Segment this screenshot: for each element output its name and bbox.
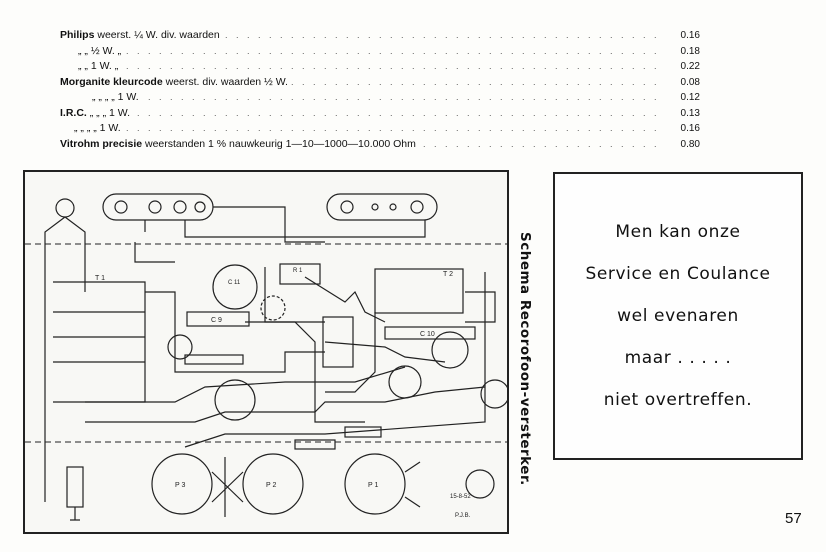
potentiometer-p3 xyxy=(151,453,213,515)
schematic-drawing: T 1 C 11 C 9 C 10 T 2 R 1 xyxy=(25,193,507,521)
price-list: . . . . . . . . . . . . . . . . . . . . … xyxy=(60,28,700,152)
label-t1: T 1 xyxy=(95,275,105,282)
capacitor-c9 xyxy=(186,311,250,327)
brand-name: Philips xyxy=(60,29,95,41)
price-row-philips-quarter: . . . . . . . . . . . . . . . . . . . . … xyxy=(60,28,700,44)
ad-line: Men kan onze xyxy=(615,222,741,242)
price-value: 0.08 xyxy=(680,76,700,88)
item-description: „ „ „ 1 W. xyxy=(86,106,131,119)
price-row-philips-half: . . . . . . . . . . . . . . . . . . . . … xyxy=(60,43,700,59)
svg-text:C 10: C 10 xyxy=(420,331,435,338)
transformer-t2 xyxy=(374,268,464,314)
potentiometer-p2 xyxy=(242,453,304,515)
ad-line: wel evenaren xyxy=(617,306,739,326)
item-description: weerstanden 1 % nauwkeurig 1—10—1000—10.… xyxy=(142,137,416,150)
ad-line: niet overtreffen. xyxy=(603,390,753,410)
price-value: 0.13 xyxy=(680,107,700,119)
price-row-irc: . . . . . . . . . . . . . . . . . . . . … xyxy=(60,105,700,121)
item-description: „ „ „ „ 1 W. xyxy=(74,122,121,134)
svg-text:C 9: C 9 xyxy=(211,317,222,324)
price-value: 0.80 xyxy=(680,138,700,150)
input-connector-plate xyxy=(102,193,214,221)
item-description: weerst. ¼ W. div. waarden xyxy=(94,29,220,41)
potentiometer-p1 xyxy=(344,453,406,515)
price-row-irc-two: . . . . . . . . . . . . . . . . . . . . … xyxy=(60,121,700,137)
svg-text:P 3: P 3 xyxy=(175,482,185,489)
item-description: „ „ „ „ 1 W. xyxy=(92,91,139,103)
svg-text:P 2: P 2 xyxy=(266,482,276,489)
price-row-morganite-half: . . . . . . . . . . . . . . . . . . . . … xyxy=(60,74,700,90)
price-value: 0.16 xyxy=(680,30,700,41)
resistor-r1 xyxy=(279,263,321,285)
svg-text:T 2: T 2 xyxy=(443,271,453,278)
amplifier-schematic: T 1 C 11 C 9 C 10 T 2 R 1 xyxy=(23,170,509,534)
price-row-philips-one: . . . . . . . . . . . . . . . . . . . . … xyxy=(60,59,700,75)
item-description: „ „ ½ W. „ xyxy=(78,44,122,57)
price-value: 0.18 xyxy=(680,45,700,57)
page-number: 57 xyxy=(785,510,802,527)
svg-text:P 1: P 1 xyxy=(368,482,378,489)
schematic-date: 15-8-52 xyxy=(450,494,471,500)
schematic-signature: P.J.B. xyxy=(455,513,471,519)
price-value: 0.22 xyxy=(680,61,700,72)
svg-text:R 1: R 1 xyxy=(293,268,303,274)
advertisement-box: Men kan onze Service en Coulance wel eve… xyxy=(553,172,803,460)
item-description: „ „ 1 W. „ xyxy=(78,60,119,72)
price-row-morganite-one: . . . . . . . . . . . . . . . . . . . . … xyxy=(60,90,700,106)
brand-name: I.R.C. xyxy=(60,106,87,119)
capacitor-c10 xyxy=(384,326,476,340)
schematic-caption: Schema Recorofoon-versterker. xyxy=(517,232,533,486)
brand-name: Morganite kleurcode xyxy=(60,75,163,88)
ad-line: Service en Coulance xyxy=(585,264,771,284)
item-description: weerst. div. waarden ½ W. xyxy=(162,75,288,88)
price-value: 0.12 xyxy=(680,92,700,103)
price-row-vitrohm: . . . . . . . . . . . . . . . . . . . . … xyxy=(60,136,700,152)
output-connector-plate xyxy=(326,193,438,221)
price-value: 0.16 xyxy=(680,123,700,134)
brand-name: Vitrohm precisie xyxy=(60,137,143,150)
valve-c11 xyxy=(212,264,258,310)
ad-line: maar . . . . . xyxy=(624,348,732,368)
svg-text:C 11: C 11 xyxy=(228,280,241,286)
